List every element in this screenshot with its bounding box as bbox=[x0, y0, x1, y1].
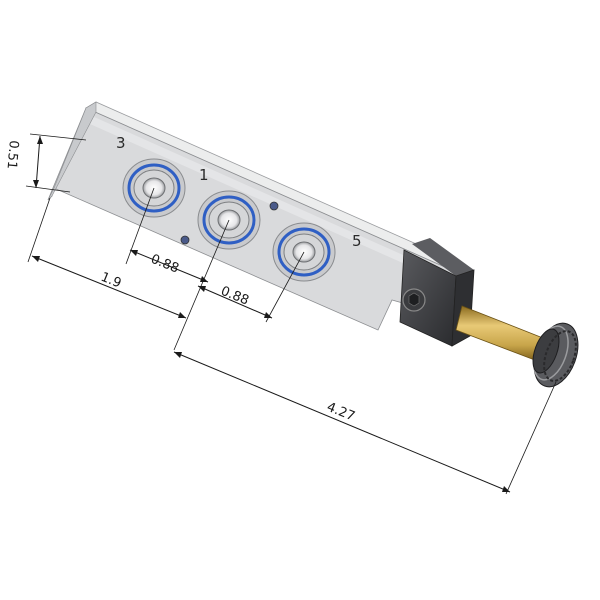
ext-line-left-end bbox=[27, 197, 51, 263]
valve-body-end bbox=[47, 101, 97, 201]
arrow-offset-bottom bbox=[33, 180, 39, 188]
dim-line-pitch-1-5 bbox=[197, 285, 273, 319]
ext-line-top bbox=[29, 133, 87, 141]
dim-label-offset: 0.51 bbox=[3, 140, 20, 170]
arrow-19-a bbox=[32, 256, 40, 262]
pilot-hole-right bbox=[269, 201, 279, 211]
solenoid-coil-top bbox=[412, 238, 474, 276]
arrow-overall-a bbox=[174, 352, 182, 358]
dim-line-offset bbox=[35, 135, 41, 189]
port-label-5: 5 bbox=[352, 232, 362, 250]
pilot-hole-left bbox=[180, 235, 190, 245]
dim-label-pitch-3-1: 0.88 bbox=[149, 252, 181, 277]
ext-line-port5 bbox=[265, 251, 305, 323]
ext-line-port3 bbox=[125, 187, 155, 265]
ext-line-bottom bbox=[25, 185, 71, 193]
dim-line-pitch-3-1 bbox=[129, 249, 209, 283]
dim-line-1-9 bbox=[31, 255, 187, 319]
coil-screw-hex bbox=[408, 292, 420, 307]
arrow-pitch31-a bbox=[130, 250, 138, 256]
arrow-pitch15-a bbox=[198, 286, 206, 292]
port-label-3: 3 bbox=[116, 134, 126, 152]
end-knob bbox=[532, 322, 579, 388]
dim-label-pitch-1-5: 0.88 bbox=[219, 284, 251, 309]
arrow-offset-top bbox=[37, 136, 43, 144]
dim-label-1-9: 1.9 bbox=[99, 270, 124, 292]
ext-line-port1 bbox=[173, 219, 230, 351]
arrow-pitch15-b bbox=[264, 312, 272, 318]
arrow-overall-b bbox=[502, 486, 510, 492]
port-label-1: 1 bbox=[199, 166, 209, 184]
valve-body-highlight bbox=[90, 116, 450, 284]
arrow-19-b bbox=[178, 312, 186, 318]
arrow-pitch31-b bbox=[200, 276, 208, 282]
dim-label-overall: 4.27 bbox=[325, 400, 357, 425]
port-3 bbox=[122, 158, 186, 218]
ext-line-knob bbox=[505, 381, 557, 495]
dim-line-overall bbox=[173, 351, 511, 493]
